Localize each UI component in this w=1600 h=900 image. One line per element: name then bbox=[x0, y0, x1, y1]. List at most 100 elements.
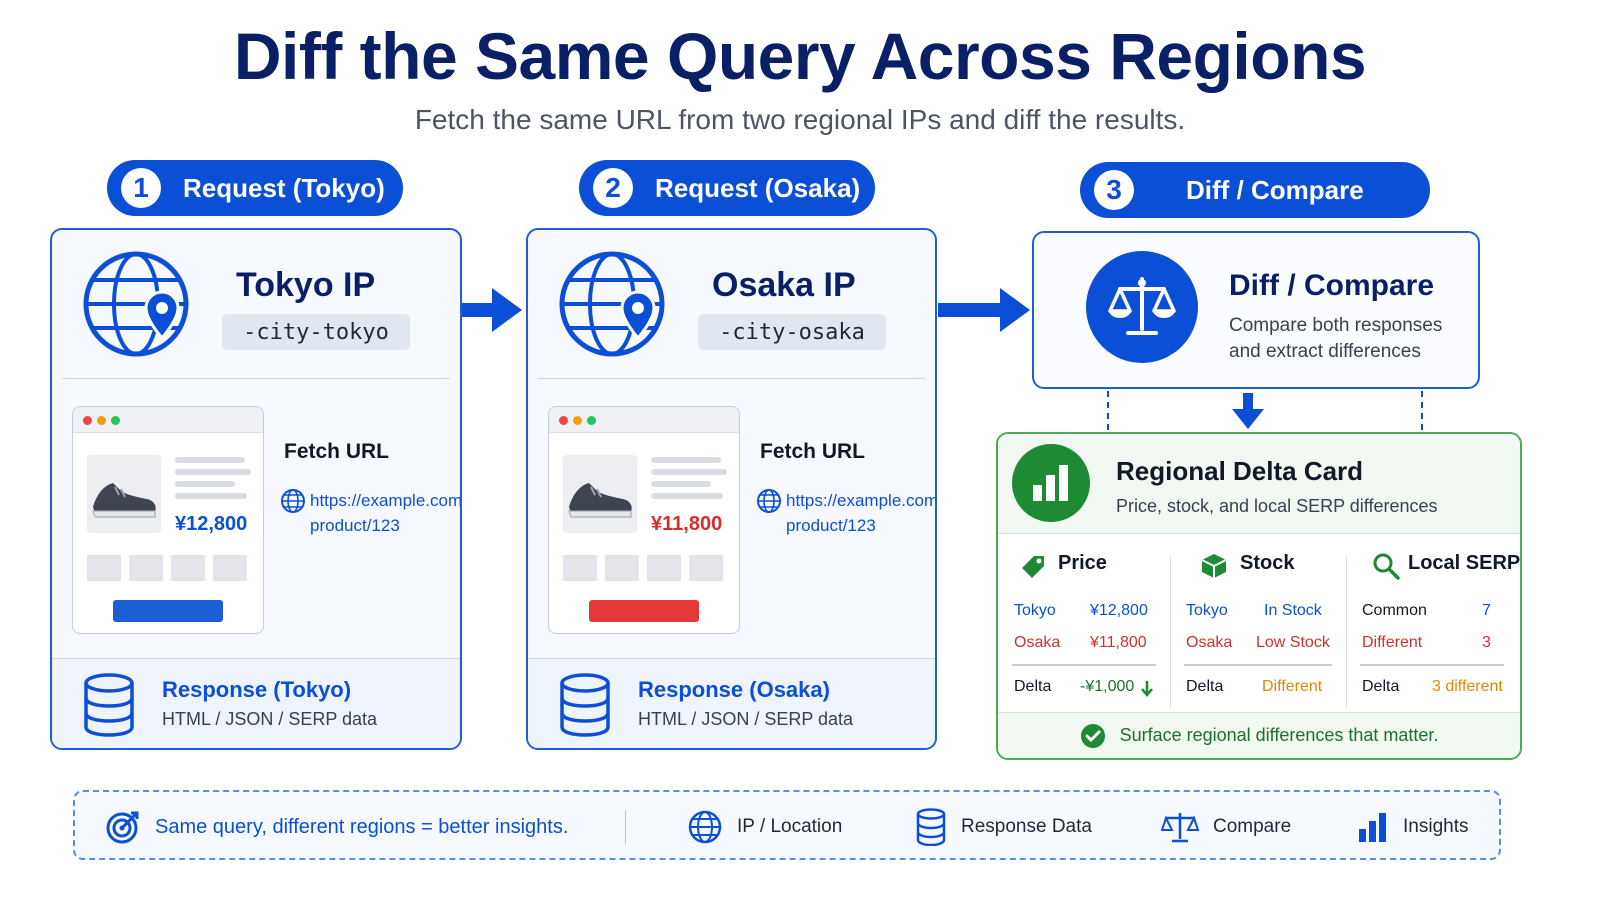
check-circle-icon bbox=[1080, 723, 1105, 748]
common-count: 7 bbox=[1482, 602, 1491, 619]
bar-chart-icon bbox=[1359, 813, 1386, 842]
search-icon bbox=[1373, 553, 1400, 580]
step-1-pill: 1 Request (Tokyo) bbox=[107, 160, 403, 216]
tokyo-panel: Tokyo IP -city-tokyo ¥12,800 Fetch URL bbox=[50, 228, 462, 750]
tokyo-label: Tokyo bbox=[1186, 602, 1228, 619]
shoe-icon bbox=[568, 483, 632, 518]
buy-button[interactable] bbox=[589, 600, 699, 622]
right-arrow-icon bbox=[938, 288, 1030, 332]
url-line-2: product/123 bbox=[310, 516, 400, 535]
legend-lead: Same query, different regions = better i… bbox=[105, 792, 568, 862]
delta-card-header: Regional Delta Card Price, stock, and lo… bbox=[998, 434, 1520, 534]
legend-label: Response Data bbox=[961, 816, 1092, 837]
stock-header: Stock bbox=[1240, 552, 1295, 574]
browser-mockup: ¥11,800 bbox=[548, 406, 740, 634]
browser-toolbar bbox=[549, 407, 739, 433]
tokyo-price: ¥12,800 bbox=[1090, 602, 1148, 619]
scale-icon bbox=[1161, 813, 1199, 843]
price-tag-icon bbox=[1022, 556, 1044, 578]
price-delta: -¥1,000 bbox=[1080, 678, 1135, 695]
step-2-pill: 2 Request (Osaka) bbox=[579, 160, 875, 216]
ip-title: Osaka IP bbox=[712, 266, 856, 304]
response-title: Response (Osaka) bbox=[638, 677, 830, 702]
different-label: Different bbox=[1362, 634, 1423, 651]
delta-card-subtitle: Price, stock, and local SERP differences bbox=[1116, 496, 1438, 516]
stock-delta: Different bbox=[1262, 678, 1323, 695]
minimize-dot bbox=[573, 416, 582, 425]
step-number: 3 bbox=[1094, 170, 1134, 210]
fetch-url-link[interactable]: https://example.com/ product/123 bbox=[786, 488, 935, 538]
globe-icon bbox=[688, 810, 722, 844]
osaka-label: Osaka bbox=[1186, 634, 1233, 651]
divider bbox=[62, 378, 450, 379]
response-subtitle: HTML / JSON / SERP data bbox=[638, 709, 854, 729]
close-dot bbox=[83, 416, 92, 425]
legend-item-response-data: Response Data bbox=[915, 792, 1092, 862]
fetch-url-label: Fetch URL bbox=[284, 440, 389, 463]
step-number: 1 bbox=[121, 168, 161, 208]
globe-icon bbox=[281, 489, 305, 513]
chart-badge bbox=[1012, 444, 1090, 522]
target-icon bbox=[106, 811, 139, 844]
serp-delta: 3 different bbox=[1432, 678, 1503, 695]
right-arrow-icon bbox=[462, 288, 522, 332]
globe-icon bbox=[757, 489, 781, 513]
regional-delta-card: Regional Delta Card Price, stock, and lo… bbox=[996, 432, 1522, 760]
product-price: ¥12,800 bbox=[175, 513, 248, 535]
diff-subtitle: Compare both responses and extract diffe… bbox=[1229, 315, 1443, 362]
fetch-url-link[interactable]: https://example.com/ product/123 bbox=[310, 488, 462, 538]
database-icon bbox=[84, 673, 134, 737]
minimize-dot bbox=[97, 416, 106, 425]
box-icon bbox=[1201, 554, 1227, 578]
legend-item-ip-location: IP / Location bbox=[687, 792, 842, 862]
divider bbox=[538, 378, 925, 379]
url-line-2: product/123 bbox=[786, 516, 876, 535]
fetch-url-label: Fetch URL bbox=[760, 440, 865, 463]
step-label: Request (Osaka) bbox=[655, 172, 861, 203]
step-label: Diff / Compare bbox=[1186, 174, 1364, 205]
buy-button[interactable] bbox=[113, 600, 223, 622]
product-image bbox=[563, 455, 637, 533]
response-section: Response (Osaka) HTML / JSON / SERP data bbox=[528, 658, 935, 748]
database-icon bbox=[560, 673, 610, 737]
legend-item-insights: Insights bbox=[1357, 792, 1468, 862]
price-header: Price bbox=[1058, 552, 1107, 574]
globe-location-icon bbox=[559, 251, 665, 357]
down-arrow-icon bbox=[1141, 681, 1153, 697]
page-subtitle: Fetch the same URL from two regional IPs… bbox=[414, 104, 1186, 135]
legend-lead-text: Same query, different regions = better i… bbox=[155, 815, 569, 838]
browser-toolbar bbox=[73, 407, 263, 433]
osaka-panel: Osaka IP -city-osaka ¥11,800 Fetch URL bbox=[526, 228, 937, 750]
legend-label: IP / Location bbox=[737, 816, 843, 837]
connector-lines bbox=[1107, 391, 1423, 431]
delta-label: Delta bbox=[1014, 678, 1052, 695]
tokyo-stock: In Stock bbox=[1264, 602, 1322, 619]
maximize-dot bbox=[587, 416, 596, 425]
delta-card-footer: Surface regional differences that matter… bbox=[998, 712, 1520, 758]
city-parameter: -city-osaka bbox=[698, 314, 886, 350]
osaka-price: ¥11,800 bbox=[1090, 634, 1147, 651]
diff-compare-box: Diff / Compare Compare both responses an… bbox=[1032, 231, 1480, 389]
delta-label: Delta bbox=[1362, 678, 1400, 695]
step-label: Request (Tokyo) bbox=[183, 172, 385, 203]
legend-item-compare: Compare bbox=[1161, 792, 1291, 862]
serp-header: Local SERP bbox=[1408, 552, 1521, 574]
ip-title: Tokyo IP bbox=[236, 266, 376, 304]
page-title: Diff the Same Query Across Regions bbox=[233, 19, 1367, 93]
close-dot bbox=[559, 416, 568, 425]
step-3-pill: 3 Diff / Compare bbox=[1080, 162, 1430, 218]
different-count: 3 bbox=[1482, 634, 1491, 651]
city-parameter: -city-tokyo bbox=[222, 314, 410, 350]
maximize-dot bbox=[111, 416, 120, 425]
product-image bbox=[87, 455, 161, 533]
diff-title: Diff / Compare bbox=[1229, 269, 1435, 302]
bar-chart-icon bbox=[1033, 465, 1068, 501]
legend-label: Insights bbox=[1403, 816, 1469, 837]
url-line-1: https://example.com/ bbox=[310, 491, 462, 510]
scale-badge bbox=[1086, 251, 1198, 363]
footer-note-text: Surface regional differences that matter… bbox=[1119, 725, 1439, 745]
osaka-label: Osaka bbox=[1014, 634, 1061, 651]
common-label: Common bbox=[1362, 602, 1427, 619]
browser-mockup: ¥12,800 bbox=[72, 406, 264, 634]
globe-location-icon bbox=[83, 251, 189, 357]
